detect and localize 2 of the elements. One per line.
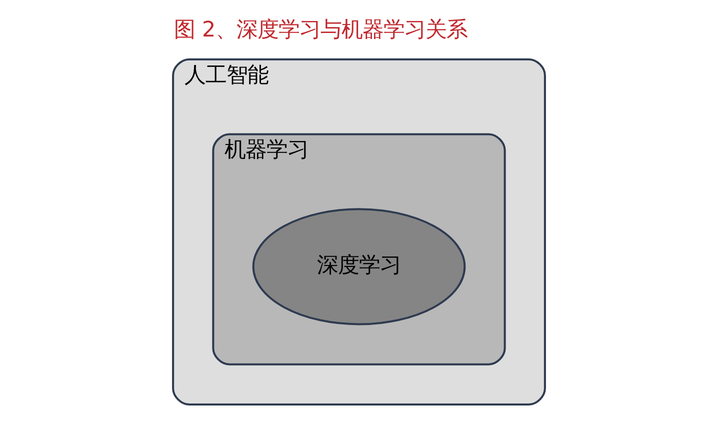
node-ellipse: 深度学习 <box>252 208 466 326</box>
diagram-title: 图 2、深度学习与机器学习关系 <box>174 17 468 42</box>
